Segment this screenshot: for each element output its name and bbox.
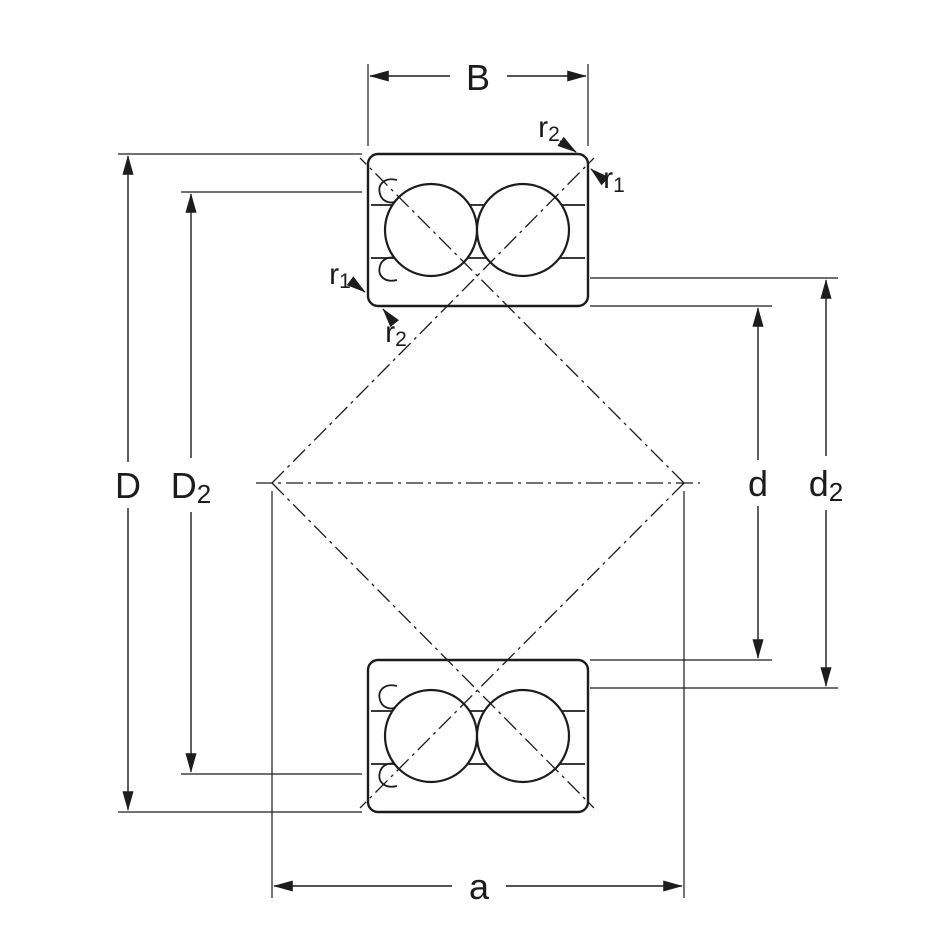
leader-line [590,168,609,186]
leader-line [557,136,577,153]
label-r2-left: r2 [382,308,407,351]
dimension-label-a: a [469,866,490,907]
chamfer-label-r1: r1 [603,162,625,197]
label-r1-left: r1 [329,258,366,293]
chamfer-label-r1: r1 [329,258,351,293]
bearing-top-section [366,152,590,308]
dimension-label-D2: D2 [171,465,211,510]
dimension-D: D [115,153,362,813]
seal-lip-detail [378,256,399,282]
contact-angle-line [359,157,685,484]
label-r2-top: r2 [538,111,577,153]
dimension-label-d2: d2 [809,463,844,508]
dimension-d: d [590,305,772,661]
contact-angle-line [359,482,685,809]
leader-line [382,308,400,328]
dimension-label-D: D [115,465,141,506]
dimension-label-d: d [748,463,768,504]
outer-ring-section [366,152,590,308]
chamfer-label-r2: r2 [538,111,560,146]
seal-lip-detail [378,178,399,204]
dimension-d2: d2 [590,277,844,689]
centerlines [256,157,700,809]
label-r1-right: r1 [590,162,625,197]
bearing-bottom-section [366,658,590,814]
dimension-D2: D2 [171,191,362,775]
chamfer-label-r2: r2 [385,316,407,351]
dimension-a: a [271,491,685,907]
dimension-B: B [367,57,589,146]
seal-lip-detail [378,684,399,710]
dimension-label-B: B [466,57,490,98]
outer-ring-section [366,658,590,814]
contact-angle-line [271,157,595,484]
contact-angle-line [271,482,595,809]
leader-line [346,276,366,293]
seal-lip-detail [378,762,399,788]
